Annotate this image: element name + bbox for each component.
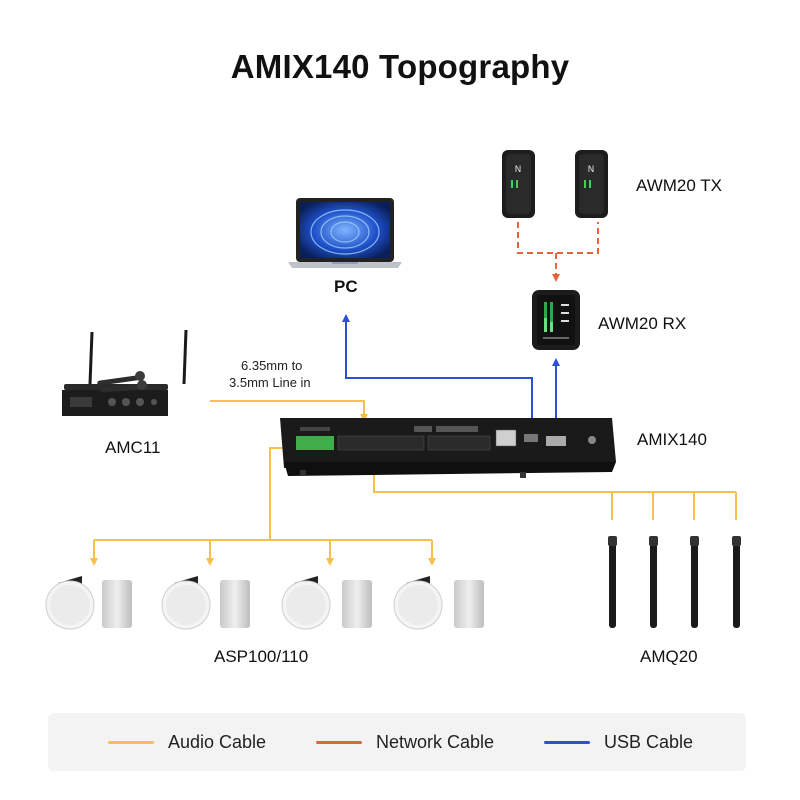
ceiling-speaker-icon [393,576,443,630]
legend-label: USB Cable [604,731,694,752]
audio-cable-swatch [108,740,154,744]
network-cable-swatch [316,740,362,744]
laptop-icon [288,198,402,268]
amq20-label: AMQ20 [640,647,698,666]
wall-speaker-icon [342,580,372,628]
legend-label: Audio Cable [168,731,267,752]
svg-text:N: N [515,165,522,175]
mixer-device-icon [280,418,616,478]
wall-speaker-icon [220,580,250,628]
page-title: AMIX140 Topography [230,48,570,85]
pc-label: PC [334,277,358,296]
ceiling-speaker-icon [281,576,331,630]
wireless-mic-receiver-icon [62,329,188,416]
legend-item-usb: USB Cable [544,713,693,771]
legend-item-network: Network Cable [316,713,494,771]
transmitter-icon: N [502,150,535,218]
svg-text:N: N [588,165,595,175]
ceiling-speaker-icon [161,576,211,630]
wall-speaker-icon [454,580,484,628]
cable-annotation-line2: 3.5mm Line in [229,375,311,390]
awm20-rx-label: AWM20 RX [598,314,687,333]
legend-label: Network Cable [376,731,495,752]
gooseneck-mic-icon [608,536,617,628]
gooseneck-mic-icon [690,536,699,628]
asp-label: ASP100/110 [214,647,309,666]
receiver-icon [532,290,580,350]
legend: Audio Cable Network Cable USB Cable [48,713,746,771]
legend-item-audio: Audio Cable [108,713,266,771]
usb-cable-swatch [544,740,590,744]
transmitter-icon: N [575,150,608,218]
network-cable [517,222,599,282]
cable-annotation-line1: 6.35mm to [241,358,303,373]
amc11-label: AMC11 [105,438,161,457]
wall-speaker-icon [102,580,132,628]
gooseneck-mic-icon [732,536,741,628]
awm20-tx-label: AWM20 TX [636,176,722,195]
amix140-label: AMIX140 [637,430,707,449]
usb-cable [342,314,560,428]
ceiling-speaker-icon [45,576,95,630]
gooseneck-mic-icon [649,536,658,628]
